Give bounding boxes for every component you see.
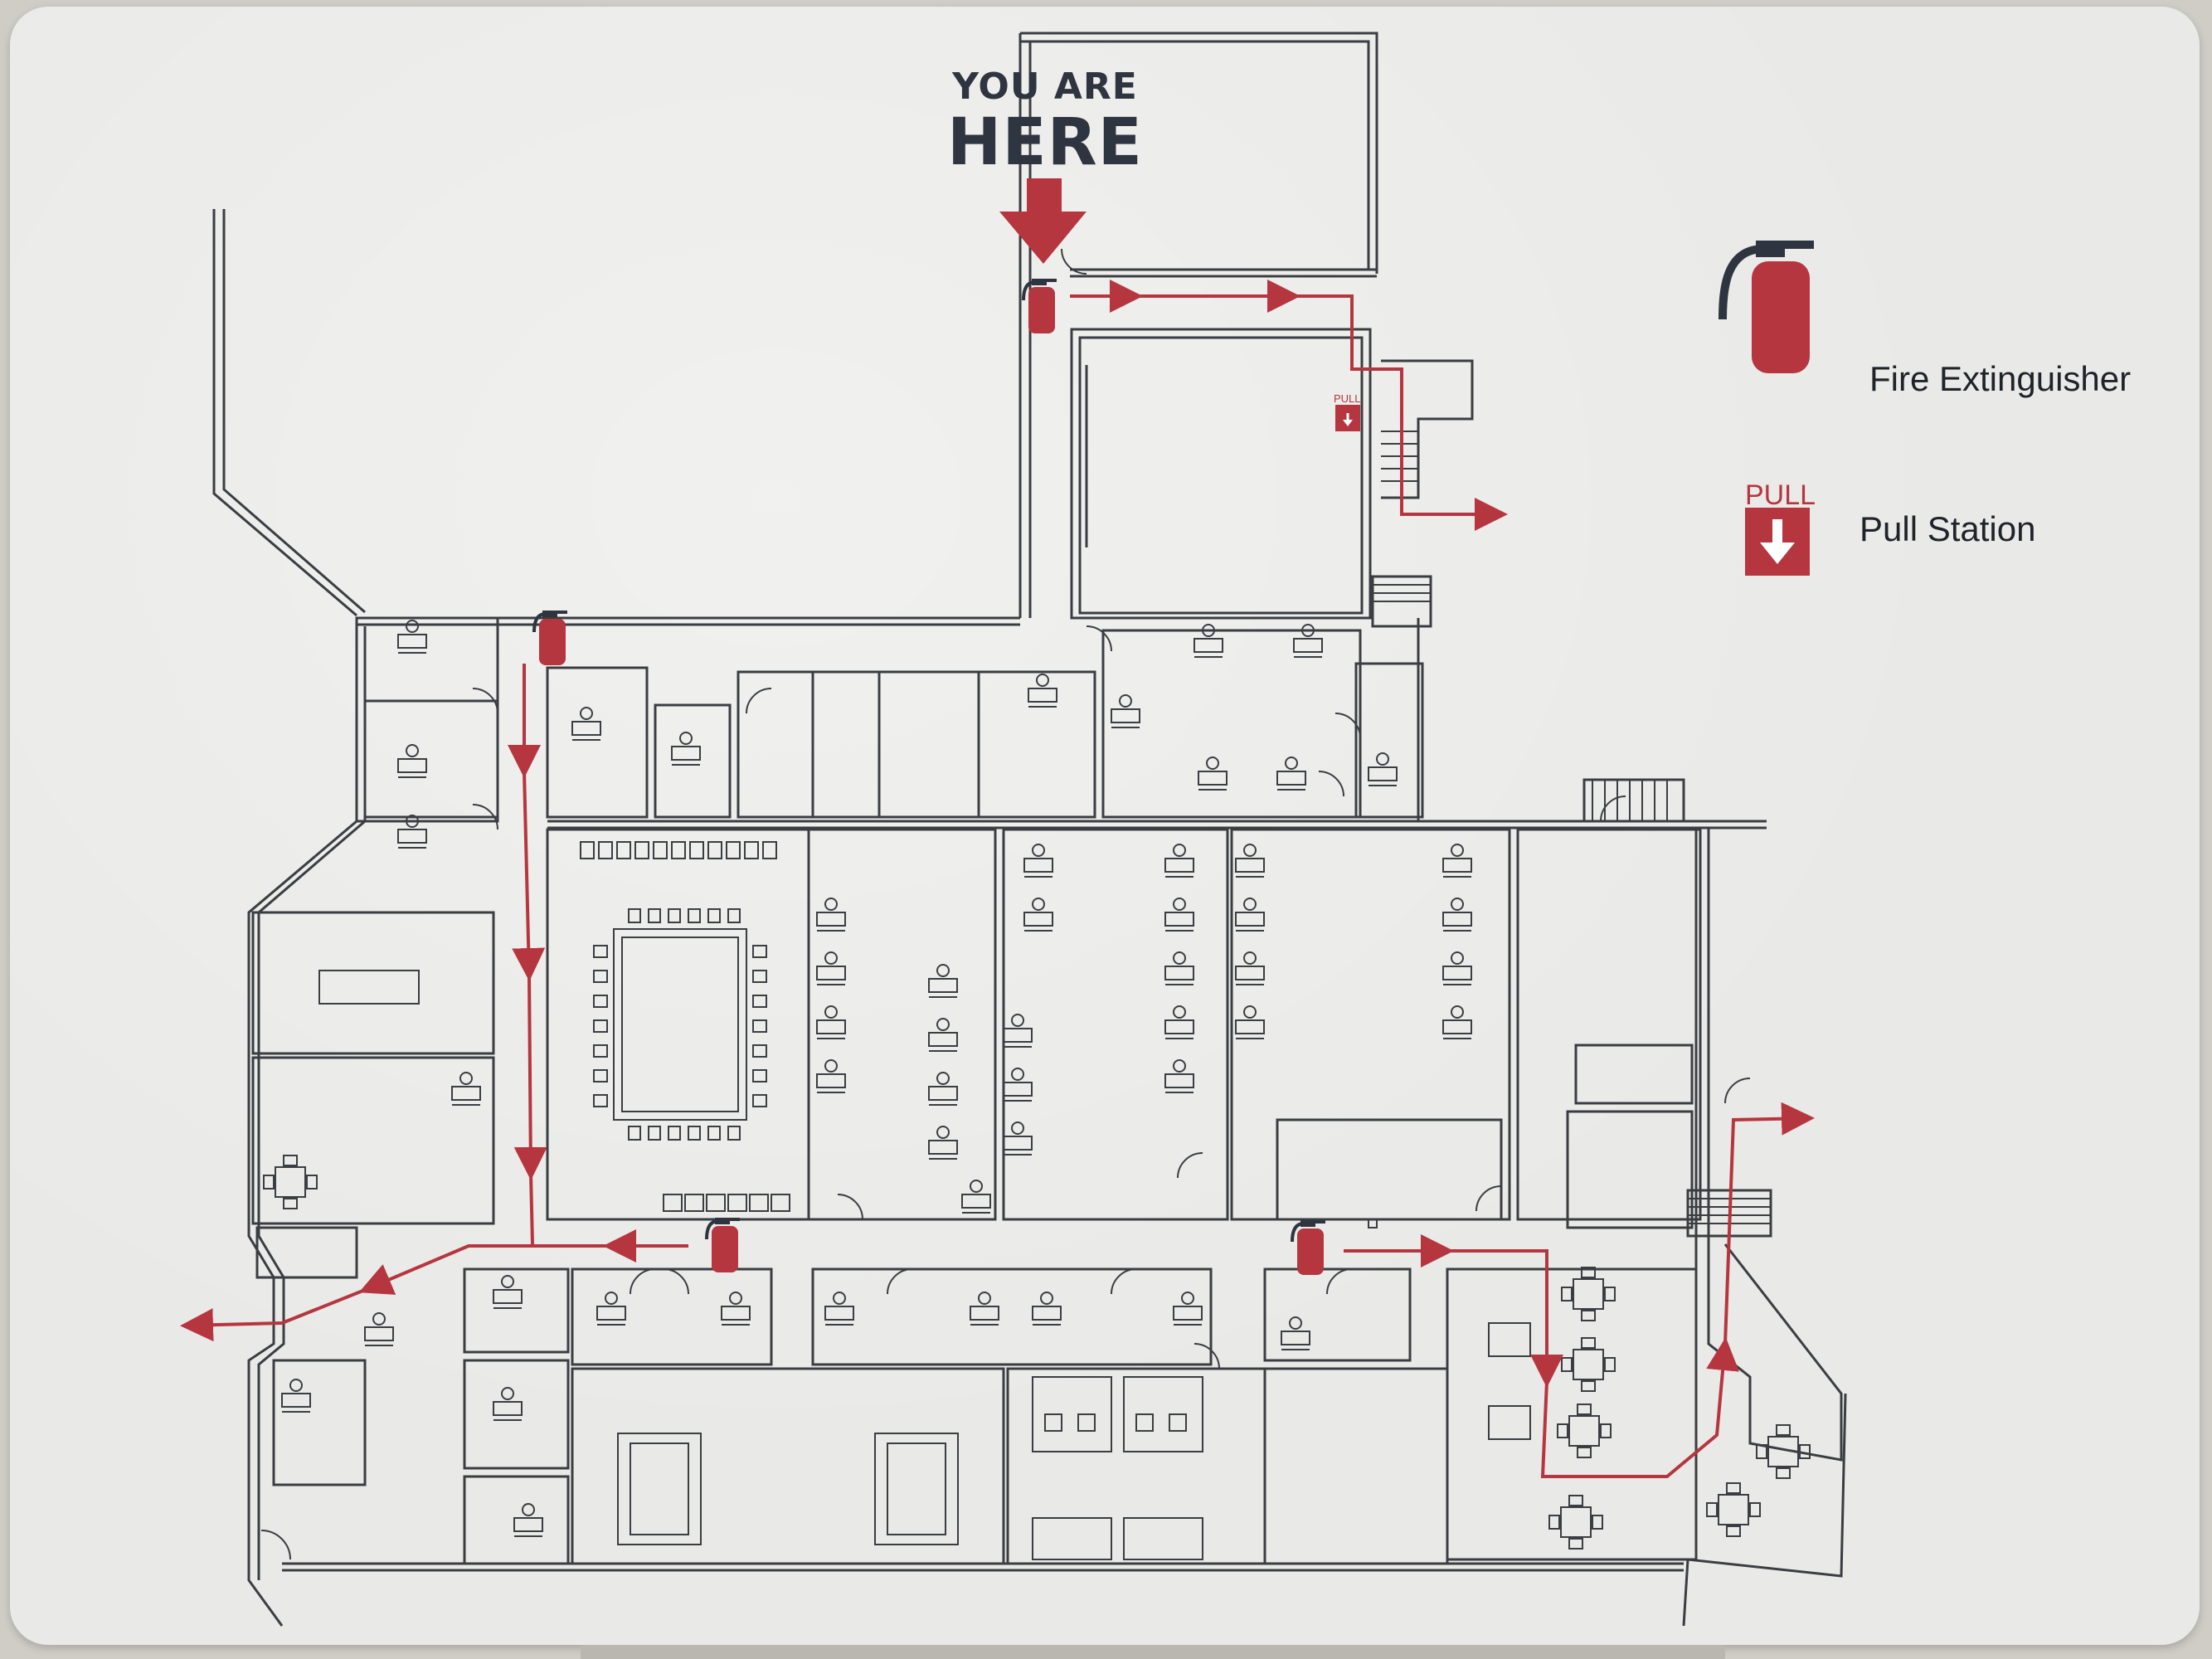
you-are-line: YOU ARE bbox=[952, 66, 1138, 108]
conference-room-large bbox=[580, 841, 790, 1212]
you-are-here-arrow-icon bbox=[999, 178, 1087, 264]
legend-fire-extinguisher-icon bbox=[1719, 241, 1814, 373]
legend-fire-extinguisher-label: Fire Extinguisher bbox=[1869, 359, 2132, 398]
sign-mount-bracket bbox=[581, 1645, 1725, 1659]
fire-extinguisher-icon bbox=[1022, 277, 1058, 335]
pull-station-small-label: PULL bbox=[1334, 392, 1361, 405]
meeting-tables bbox=[318, 970, 1531, 1560]
legend-pull-text: PULL bbox=[1745, 479, 1816, 511]
fire-extinguisher-icon bbox=[705, 1216, 741, 1274]
workstation-desks bbox=[281, 620, 1472, 1537]
evacuation-map-sign bbox=[10, 7, 2200, 1645]
legend-pull-station-label: Pull Station bbox=[1860, 509, 2036, 548]
here-line: HERE bbox=[947, 105, 1143, 180]
pull-station-icon: PULL bbox=[1334, 392, 1361, 431]
fire-extinguisher-icon bbox=[1291, 1219, 1327, 1277]
evacuation-routes bbox=[180, 280, 1815, 1478]
you-are-here-label: YOU ARE HERE bbox=[946, 66, 1145, 178]
legend-pull-station-icon: PULL bbox=[1745, 479, 1816, 576]
building-walls bbox=[212, 32, 1847, 1627]
door-swings bbox=[260, 248, 1751, 1560]
